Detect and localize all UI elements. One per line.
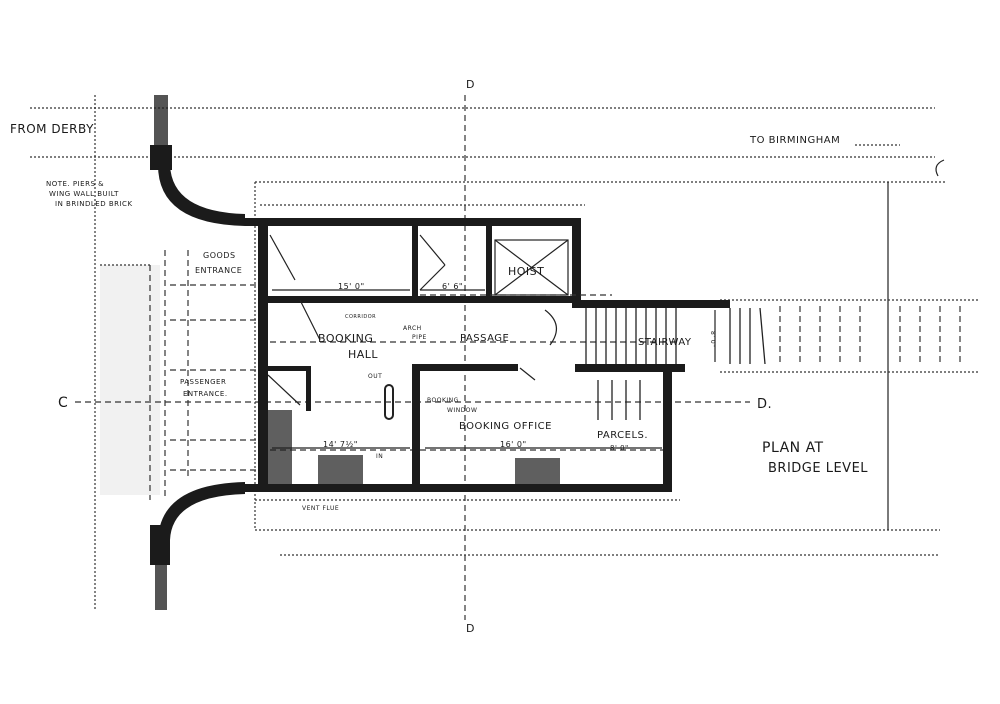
corridor-label: CORRIDOR	[345, 314, 376, 320]
dimension-booking-office: 16' 0"	[500, 440, 527, 449]
plan-title-line-2: BRIDGE LEVEL	[768, 461, 868, 476]
goods-entrance-label-2: ENTRANCE	[195, 266, 242, 275]
section-mark-right: D.	[757, 397, 772, 412]
note-line-1: NOTE. PIERS &	[46, 180, 104, 188]
booking-window-label-1: BOOKING	[427, 397, 459, 404]
dimension-small-room: 6' 6"	[442, 282, 463, 291]
vent-flue-label: VENT FLUE	[302, 505, 339, 512]
note-line-2: WING WALL BUILT	[49, 190, 119, 198]
in-label: IN	[376, 453, 383, 460]
dimension-lines	[272, 289, 716, 449]
parcels-label: PARCELS.	[597, 430, 648, 441]
passenger-entrance-label-2: ENTRANCE.	[183, 390, 228, 398]
walls	[150, 95, 730, 610]
passenger-entrance-label-1: PASSENGER	[180, 378, 226, 386]
booking-hall-label-2: HALL	[348, 348, 378, 361]
hoist-label: HOIST	[508, 265, 544, 278]
dimension-parcels: 8' 0"	[610, 444, 629, 452]
section-mark-top: D	[466, 78, 475, 91]
arch-pipe-label-1: ARCH	[403, 325, 422, 332]
booking-hall-label-1: BOOKING	[318, 332, 373, 345]
stairway-treads	[585, 306, 961, 420]
booking-window-label-2: WINDOW	[447, 407, 477, 414]
section-mark-bottom: D	[466, 622, 475, 635]
arch-pipe-label-2: PIPE	[412, 334, 427, 341]
to-birmingham-label: TO BIRMINGHAM	[749, 135, 840, 146]
booking-office-label: BOOKING OFFICE	[459, 421, 552, 432]
out-label: OUT	[368, 373, 382, 380]
goods-entrance-label-1: GOODS	[203, 251, 236, 260]
dimension-hall-upper: 15' 0"	[338, 282, 365, 291]
dimension-stair: 8' 0"	[709, 331, 716, 347]
passage-label: PASSAGE	[460, 333, 509, 344]
dimension-hall-lower: 14' 7½"	[323, 440, 358, 449]
stairway-label: STAIRWAY	[638, 337, 692, 348]
section-mark-left: C	[58, 395, 68, 411]
labels: FROM DERBY TO BIRMINGHAM D D C D. NOTE. …	[10, 78, 868, 635]
note-line-3: IN BRINDLED BRICK	[55, 200, 133, 208]
shaded-ground	[100, 265, 160, 495]
reference-lines	[30, 95, 980, 620]
hoist-and-doors	[267, 234, 612, 406]
plan-title-line-1: PLAN AT	[762, 440, 824, 456]
from-derby-label: FROM DERBY	[10, 122, 94, 136]
